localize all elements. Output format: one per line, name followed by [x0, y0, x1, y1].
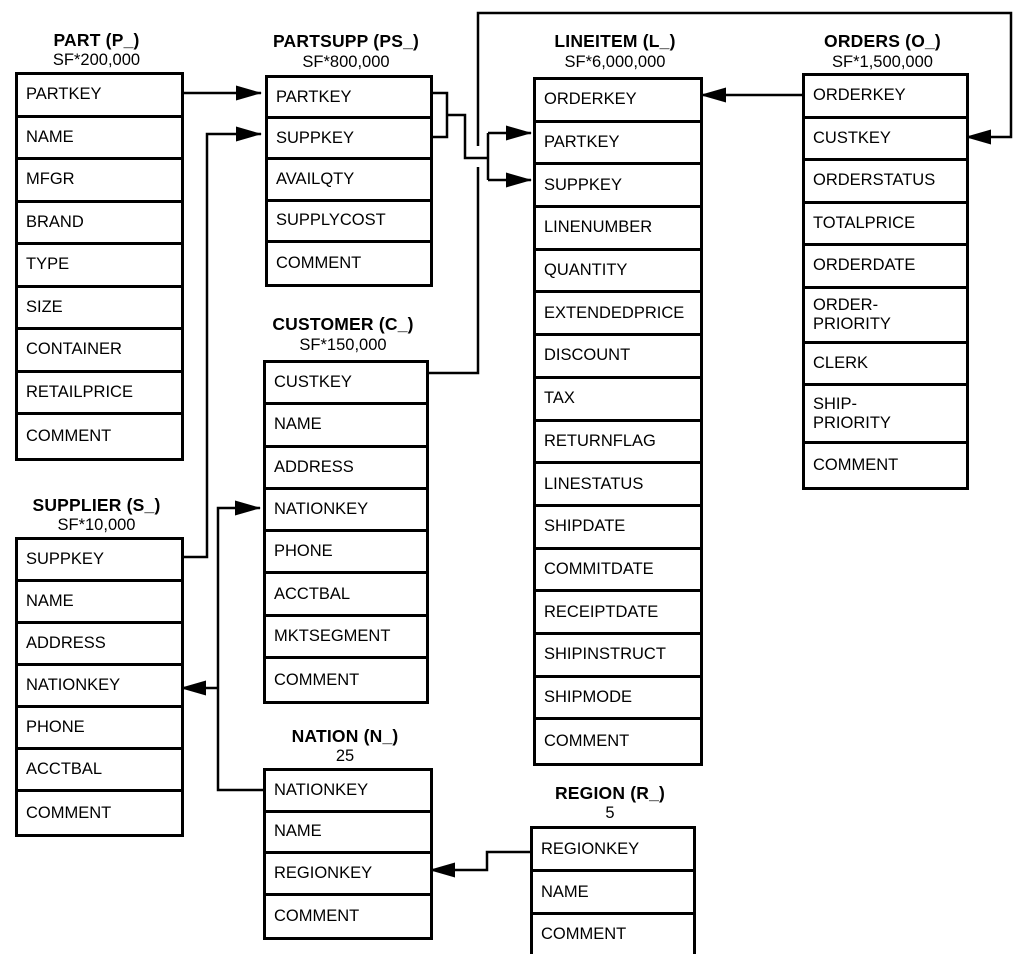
field-lineitem-linenumber: LINENUMBER — [536, 208, 700, 251]
table-cardinality-part: SF*200,000 — [52, 51, 141, 69]
field-customer-mktsegment: MKTSEGMENT — [266, 617, 426, 660]
table-title-supplier: SUPPLIER (S_) — [32, 495, 161, 515]
field-part-type: TYPE — [18, 245, 181, 288]
field-lineitem-shipdate: SHIPDATE — [536, 507, 700, 550]
field-lineitem-tax: TAX — [536, 379, 700, 422]
connector-partsupp-to-lineitem-trunk — [447, 113, 488, 160]
field-supplier-comment: COMMENT — [26, 803, 112, 822]
field-part-comment: COMMENT — [26, 426, 112, 445]
field-partsupp-availqty: AVAILQTY — [268, 160, 430, 202]
field-part-brand: BRAND — [18, 203, 181, 245]
field-lineitem-discount: DISCOUNT — [536, 336, 700, 379]
table-title-part: PART (P_) — [53, 30, 140, 50]
field-supplier-phone: PHONE — [18, 708, 181, 750]
field-lineitem-linestatus: LINESTATUS — [536, 464, 700, 507]
field-orders-comment: COMMENT — [813, 455, 899, 474]
field-customer-address: ADDRESS — [266, 448, 426, 490]
table-cardinality-nation: 25 — [335, 747, 355, 765]
field-customer-acctbal: ACCTBAL — [266, 574, 426, 617]
field-region-name: NAME — [533, 872, 693, 915]
field-part-retailprice: RETAILPRICE — [18, 373, 181, 415]
field-orders-custkey: CUSTKEY — [805, 119, 966, 161]
table-cardinality-partsupp: SF*800,000 — [302, 53, 390, 71]
field-lineitem-shipmode: SHIPMODE — [536, 678, 700, 721]
field-lineitem-commitdate: COMMITDATE — [536, 550, 700, 593]
field-customer-custkey: CUSTKEY — [266, 363, 426, 406]
field-orders-orderkey: ORDERKEY — [805, 76, 966, 119]
field-customer-nationkey: NATIONKEY — [266, 490, 426, 533]
field-orders-orderstatus: ORDERSTATUS — [805, 161, 966, 204]
table-title-nation: NATION (N_) — [291, 726, 399, 746]
table-cardinality-region: 5 — [605, 804, 615, 822]
table-title-region: REGION (R_) — [554, 783, 666, 803]
field-lineitem-receiptdate: RECEIPTDATE — [536, 592, 700, 635]
field-part-name: NAME — [18, 118, 181, 160]
field-lineitem-quantity: QUANTITY — [536, 251, 700, 294]
field-supplier-nationkey: NATIONKEY — [18, 666, 181, 708]
field-orders-clerk: CLERK — [805, 344, 966, 386]
field-lineitem-suppkey: SUPPKEY — [536, 165, 700, 209]
field-orders-order-priority: ORDER- PRIORITY — [805, 289, 966, 344]
field-customer-phone: PHONE — [266, 532, 426, 575]
field-lineitem-partkey: PARTKEY — [536, 123, 700, 166]
table-title-orders: ORDERS (O_) — [824, 31, 941, 51]
field-partsupp-comment: COMMENT — [276, 253, 362, 272]
connector-supplier-suppkey-to-partsupp-suppkey — [178, 126, 262, 559]
field-region-regionkey: REGIONKEY — [533, 829, 693, 872]
field-part-partkey: PARTKEY — [18, 75, 181, 118]
table-cardinality-customer: SF*150,000 — [299, 336, 387, 354]
field-partsupp-supplycost: SUPPLYCOST — [268, 202, 430, 243]
table-cardinality-supplier: SF*10,000 — [57, 516, 136, 534]
field-customer-comment: COMMENT — [274, 670, 360, 689]
field-part-mfgr: MFGR — [18, 160, 181, 203]
field-supplier-address: ADDRESS — [18, 624, 181, 666]
field-lineitem-orderkey: ORDERKEY — [536, 80, 700, 123]
field-nation-regionkey: REGIONKEY — [266, 854, 430, 896]
table-title-customer: CUSTOMER (C_) — [272, 314, 414, 334]
field-nation-name: NAME — [266, 813, 430, 854]
field-region-comment: COMMENT — [541, 925, 627, 944]
field-supplier-suppkey: SUPPKEY — [18, 540, 181, 582]
connector-region-regionkey-to-nation-regionkey — [429, 850, 530, 878]
field-part-container: CONTAINER — [18, 330, 181, 373]
field-supplier-name: NAME — [18, 582, 181, 624]
field-supplier-acctbal: ACCTBAL — [18, 750, 181, 792]
field-lineitem-extendedprice: EXTENDEDPRICE — [536, 293, 700, 337]
table-title-partsupp: PARTSUPP (PS_) — [272, 31, 420, 51]
field-nation-nationkey: NATIONKEY — [266, 771, 430, 813]
table-cardinality-orders: SF*1,500,000 — [832, 53, 933, 71]
field-part-size: SIZE — [18, 288, 181, 330]
connector-nation-nationkey-to-customer-nationkey — [216, 500, 263, 792]
field-orders-totalprice: TOTALPRICE — [805, 204, 966, 246]
field-lineitem-shipinstruct: SHIPINSTRUCT — [536, 635, 700, 678]
table-title-lineitem: LINEITEM (L_) — [554, 31, 676, 51]
table-cardinality-lineitem: SF*6,000,000 — [564, 53, 666, 71]
field-orders-ship-priority: SHIP- PRIORITY — [805, 386, 966, 444]
field-partsupp-partkey: PARTKEY — [268, 78, 430, 120]
field-partsupp-suppkey: SUPPKEY — [268, 119, 430, 161]
field-nation-comment: COMMENT — [274, 906, 360, 925]
field-customer-name: NAME — [266, 405, 426, 448]
field-orders-orderdate: ORDERDATE — [805, 246, 966, 289]
field-lineitem-comment: COMMENT — [544, 732, 630, 751]
field-lineitem-returnflag: RETURNFLAG — [536, 422, 700, 465]
